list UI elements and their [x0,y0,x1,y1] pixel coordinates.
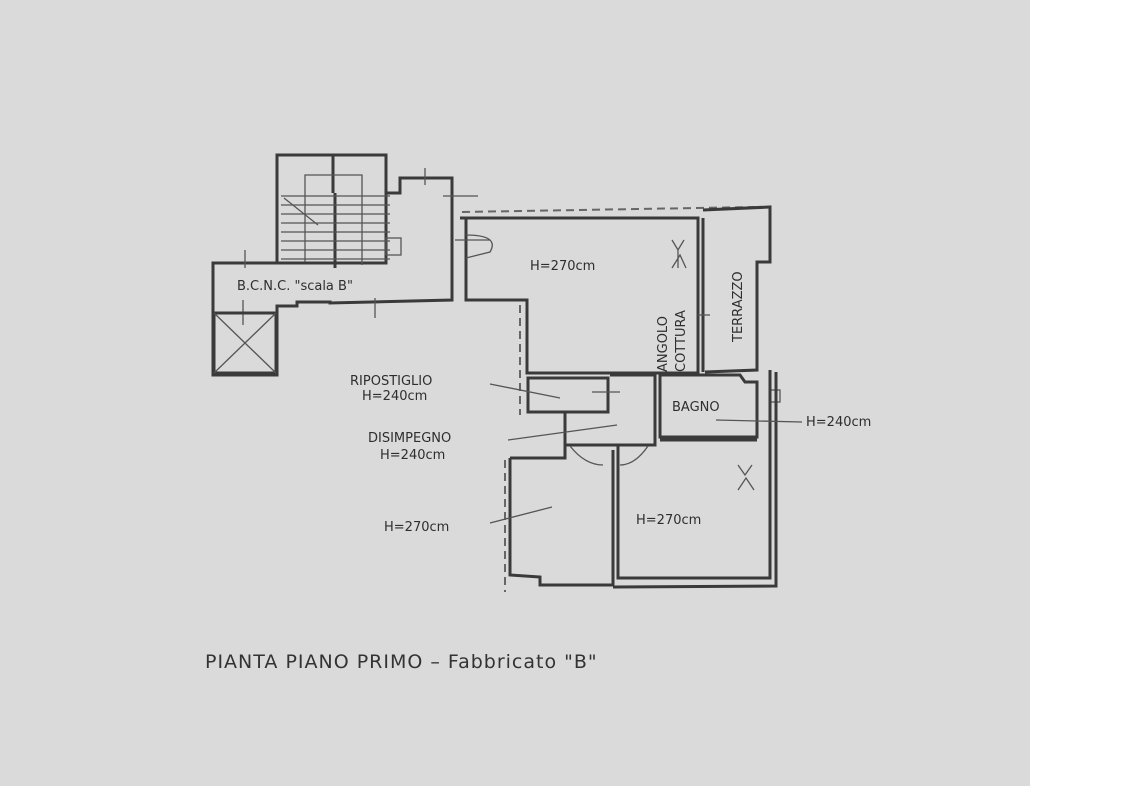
terrazzo [701,205,772,374]
bcnc-corridor [211,176,454,377]
label-ripostiglio-height: H=240cm [362,389,427,404]
label-cottura: COTTURA [674,310,689,372]
label-terrazzo: TERRAZZO [731,271,746,343]
label-bagno: BAGNO [672,400,720,415]
label-disimpegno-height: H=240cm [380,448,445,463]
label-living-height: H=270cm [530,259,595,274]
label-bcnc: B.C.N.C. "scala B" [237,279,353,294]
ripostiglio [526,376,610,414]
label-disimpegno: DISIMPEGNO [368,431,451,446]
scanned-sheet [0,0,1030,786]
plan-title: PIANTA PIANO PRIMO – Fabbricato "B" [205,651,598,673]
bagno [658,373,759,439]
living-room [460,216,700,375]
label-bagno-height: H=240cm [806,415,871,430]
entrance-door [465,234,493,259]
label-bedroom-left-height: H=270cm [384,520,449,535]
elevator-shaft [212,311,278,375]
staircase [275,153,402,268]
bedroom-right [616,370,772,580]
disimpegno [563,373,657,447]
bedroom-left [508,445,615,587]
label-bedroom-right-height: H=270cm [636,513,701,528]
label-angolo: ANGOLO [656,316,671,372]
label-ripostiglio: RIPOSTIGLIO [350,374,432,389]
